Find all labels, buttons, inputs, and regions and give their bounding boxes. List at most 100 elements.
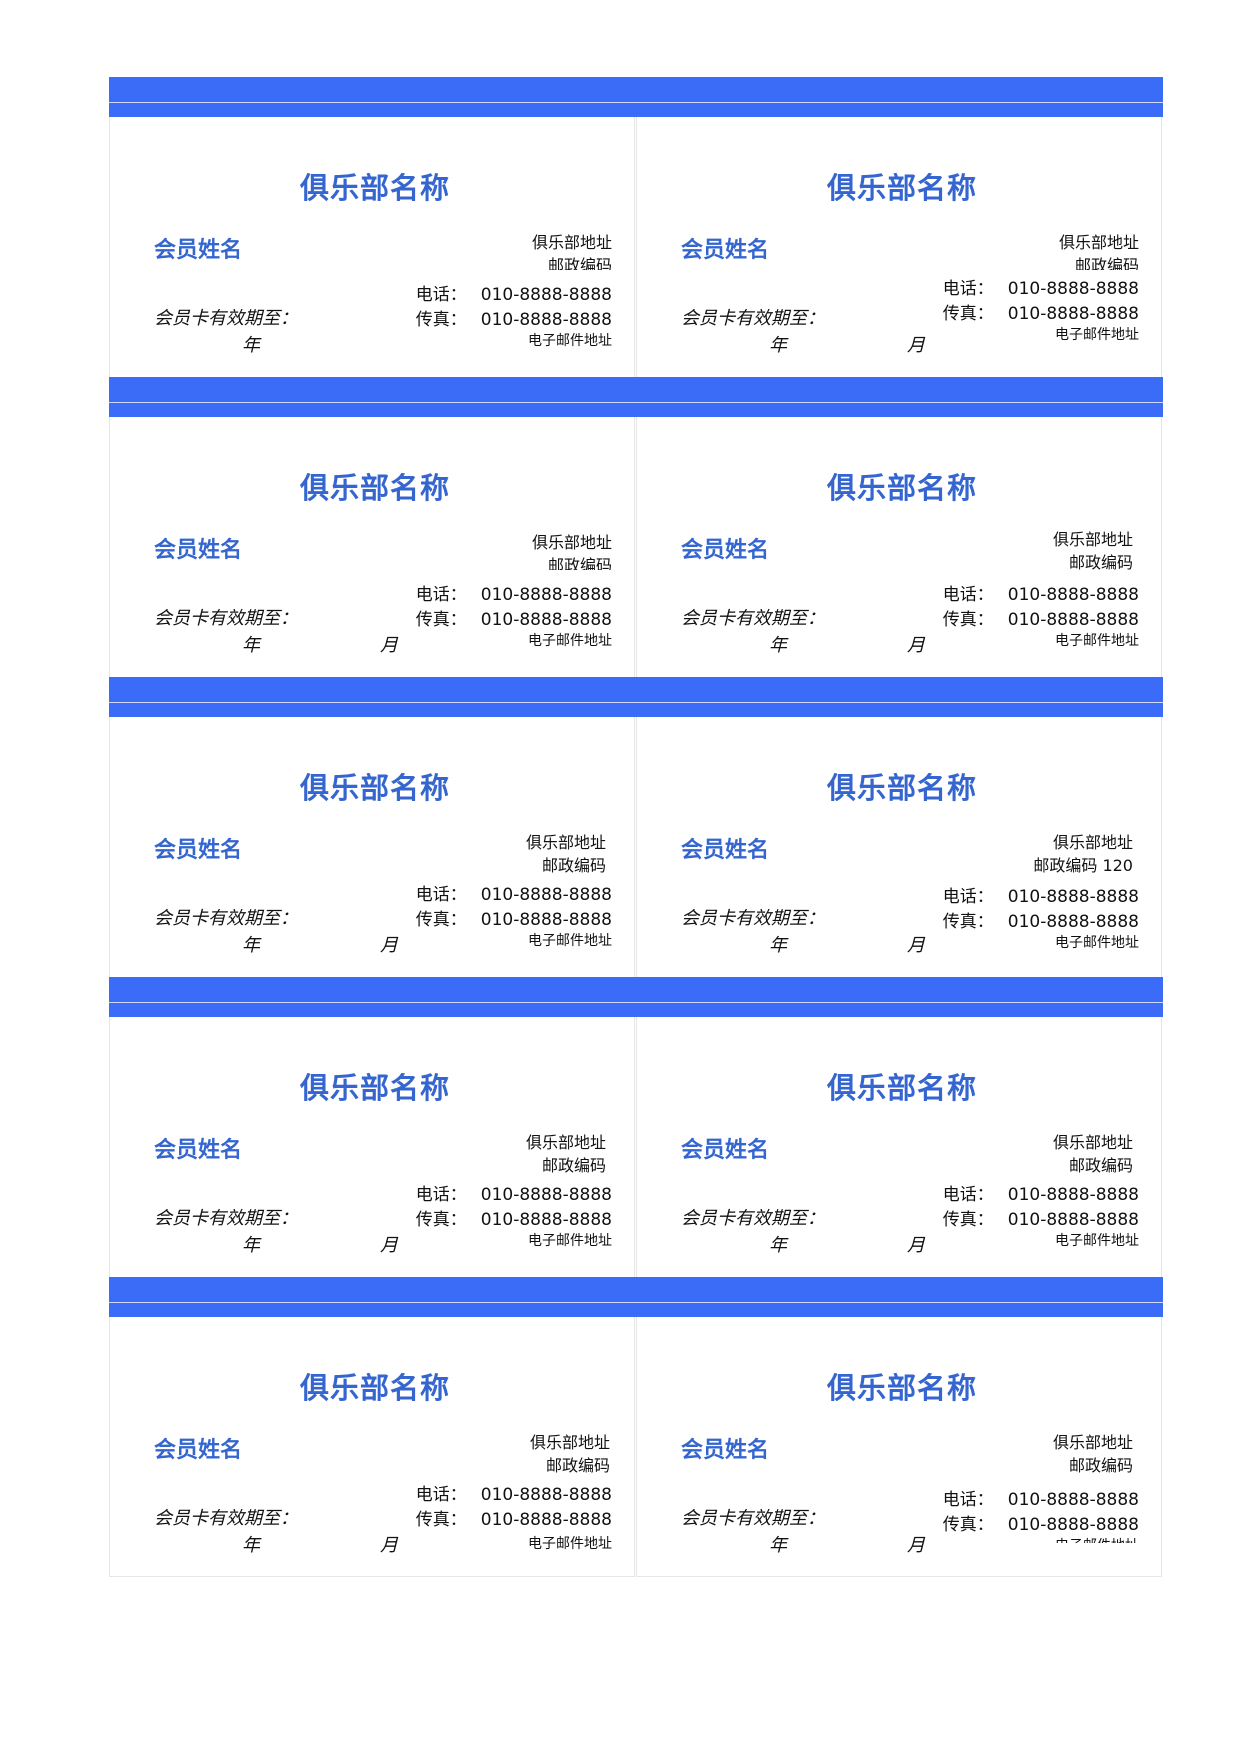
club-name: 俱乐部名称 xyxy=(827,1371,978,1405)
expiry-label: 会员卡有效期至： xyxy=(681,908,825,929)
fax-row: 传真： 010-8888-8888 xyxy=(416,905,612,930)
club-address: 俱乐部地址 xyxy=(1052,1133,1133,1152)
expiry-year-label: 年 xyxy=(242,935,260,956)
phone-row: 电话：010-8888-8888 xyxy=(416,1180,612,1205)
member-name: 会员姓名 xyxy=(681,1138,770,1163)
fax-number: 010-8888-8888 xyxy=(1007,1515,1139,1535)
expiry-year-label: 年 xyxy=(242,335,260,356)
phone-number: 010-8888-8888 xyxy=(480,885,612,905)
fax-label: 传真： xyxy=(942,912,994,932)
fax-row: 传真： 010-8888-8888 xyxy=(416,605,612,630)
separator-band xyxy=(109,977,1163,1017)
membership-card: 俱乐部名称 会员姓名 俱乐部地址 邮政编码 电话：010-8888-8888 传… xyxy=(109,1017,635,1277)
club-name: 俱乐部名称 xyxy=(827,771,978,805)
expiry-label: 会员卡有效期至： xyxy=(154,608,298,629)
club-name: 俱乐部名称 xyxy=(300,471,451,505)
club-name: 俱乐部名称 xyxy=(300,1371,451,1405)
phone-label: 电话： xyxy=(942,887,994,907)
fax-row: 传真： 010-8888-8888 xyxy=(416,1505,612,1530)
fax-number: 010-8888-8888 xyxy=(480,310,612,330)
expiry-month-label: 月 xyxy=(380,1535,398,1556)
postcode: 邮政编码 xyxy=(545,1456,610,1475)
fax-label: 传真： xyxy=(415,610,467,630)
fax-number: 010-8888-8888 xyxy=(480,910,612,930)
fax-number: 010-8888-8888 xyxy=(480,1510,612,1530)
business-card-sheet: 俱乐部名称 会员姓名 俱乐部地址 邮政编码 电话： 010-8888-8888 传… xyxy=(109,77,1163,1605)
membership-card: 俱乐部名称 会员姓名 俱乐部地址 邮政编码 电话：010-8888-8888 传… xyxy=(636,1317,1162,1577)
membership-card: 俱乐部名称 会员姓名 俱乐部地址 邮政编码 电话：010-8888-8888 传… xyxy=(109,1317,635,1577)
email-address: 电子邮件地址 xyxy=(1055,1535,1139,1543)
phone-row: 电话：010-8888-8888 xyxy=(943,580,1139,605)
membership-card: 俱乐部名称 会员姓名 俱乐部地址 邮政编码 电话：010-8888-8888 传… xyxy=(109,717,635,977)
separator-band xyxy=(109,677,1163,717)
club-name: 俱乐部名称 xyxy=(827,171,978,205)
expiry-label: 会员卡有效期至： xyxy=(681,608,825,629)
fax-number: 010-8888-8888 xyxy=(480,1210,612,1230)
fax-number: 010-8888-8888 xyxy=(1007,610,1139,630)
phone-row: 电话：010-8888-8888 xyxy=(416,580,612,605)
phone-label: 电话： xyxy=(415,285,467,305)
expiry-month-label: 月 xyxy=(907,335,925,356)
club-name: 俱乐部名称 xyxy=(300,171,451,205)
email-address: 电子邮件地址 xyxy=(528,1233,612,1249)
club-name: 俱乐部名称 xyxy=(827,1071,978,1105)
header-band xyxy=(109,77,1163,117)
member-name: 会员姓名 xyxy=(681,538,770,563)
expiry-year-label: 年 xyxy=(242,635,260,656)
fax-label: 传真： xyxy=(415,1510,467,1530)
member-name: 会员姓名 xyxy=(154,538,243,563)
member-name: 会员姓名 xyxy=(681,838,770,863)
expiry-month-label: 月 xyxy=(380,935,398,956)
fax-row: 传真：010-8888-8888 xyxy=(416,1205,612,1230)
expiry-label: 会员卡有效期至： xyxy=(154,908,298,929)
phone-row: 电话：010-8888-8888 xyxy=(943,1485,1139,1510)
expiry-label: 会员卡有效期至： xyxy=(154,1208,298,1229)
email-address: 电子邮件地址 xyxy=(1055,935,1139,951)
phone-number: 010-8888-8888 xyxy=(1007,1490,1139,1510)
postcode: 邮政编码 xyxy=(547,256,612,270)
club-name: 俱乐部名称 xyxy=(827,471,978,505)
phone-row: 电话： 010-8888-8888 xyxy=(416,880,612,905)
expiry-year-label: 年 xyxy=(242,1535,260,1556)
membership-card: 俱乐部名称 会员姓名 俱乐部地址 邮政编码 电话：010-8888-8888 传… xyxy=(109,417,635,677)
expiry-month-label: 月 xyxy=(380,1235,398,1256)
phone-label: 电话： xyxy=(942,585,994,605)
club-address: 俱乐部地址 xyxy=(1052,530,1133,549)
club-address: 俱乐部地址 xyxy=(525,833,606,852)
fax-row: 传真：010-8888-8888 xyxy=(416,305,612,330)
club-address: 俱乐部地址 xyxy=(525,1133,606,1152)
phone-label: 电话： xyxy=(415,585,467,605)
fax-label: 传真： xyxy=(942,1210,994,1230)
fax-number: 010-8888-8888 xyxy=(1007,1210,1139,1230)
postcode: 邮政编码 xyxy=(1068,1456,1133,1475)
postcode: 邮政编码 xyxy=(547,556,612,570)
phone-row: 电话：010-8888-8888 xyxy=(943,1180,1139,1205)
expiry-year-label: 年 xyxy=(769,1235,787,1256)
phone-number: 010-8888-8888 xyxy=(480,1485,612,1505)
phone-number: 010-8888-8888 xyxy=(480,1185,612,1205)
member-name: 会员姓名 xyxy=(681,238,770,263)
club-address: 俱乐部地址 xyxy=(529,1433,610,1452)
membership-card: 俱乐部名称 会员姓名 俱乐部地址 邮政编码 电话：010-8888-8888 传… xyxy=(636,1017,1162,1277)
email-address: 电子邮件地址 xyxy=(1055,327,1139,343)
phone-label: 电话： xyxy=(415,885,467,905)
expiry-year-label: 年 xyxy=(769,1535,787,1556)
expiry-month-label: 月 xyxy=(907,1235,925,1256)
phone-number: 010-8888-8888 xyxy=(1007,887,1139,907)
fax-row: 传真：010-8888-8888 xyxy=(943,299,1139,324)
fax-row: 传真：010-8888-8888 xyxy=(943,1510,1139,1535)
club-name: 俱乐部名称 xyxy=(300,771,451,805)
club-address: 俱乐部地址 xyxy=(1058,233,1139,252)
expiry-label: 会员卡有效期至： xyxy=(681,308,825,329)
club-address: 俱乐部地址 xyxy=(1052,833,1133,852)
membership-card: 俱乐部名称 会员姓名 俱乐部地址 邮政编码 电话：010-8888-8888 传… xyxy=(109,117,635,377)
expiry-label: 会员卡有效期至： xyxy=(154,1508,298,1529)
club-address: 俱乐部地址 xyxy=(531,533,612,552)
member-name: 会员姓名 xyxy=(154,1138,243,1163)
phone-row: 电话：010-8888-8888 xyxy=(416,280,612,305)
fax-label: 传真： xyxy=(415,910,467,930)
fax-row: 传真：010-8888-8888 xyxy=(943,907,1139,932)
email-address: 电子邮件地址 xyxy=(528,1536,612,1552)
expiry-label: 会员卡有效期至： xyxy=(154,308,298,329)
fax-number: 010-8888-8888 xyxy=(480,610,612,630)
